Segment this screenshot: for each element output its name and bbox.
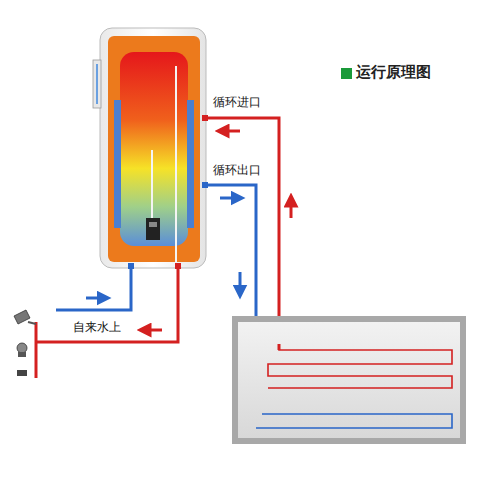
flow-arrow <box>220 197 238 200</box>
gauge-line <box>96 64 98 104</box>
rod <box>175 66 177 262</box>
hot-pipe <box>206 118 279 344</box>
port <box>202 115 208 121</box>
hot-pipe <box>36 266 178 342</box>
flow-arrow <box>239 272 242 292</box>
tap <box>17 370 27 376</box>
flow-arrow <box>144 329 162 332</box>
rod <box>151 150 153 225</box>
inner-tank <box>120 52 188 246</box>
collector-frame <box>232 316 466 444</box>
collector-tube <box>256 414 452 428</box>
port <box>128 263 134 269</box>
collector-tube <box>268 344 452 388</box>
hot-pipe <box>35 322 38 378</box>
flow-arrow <box>86 297 104 300</box>
collector-panel <box>238 322 460 438</box>
shower-head <box>14 310 36 324</box>
coil-jacket <box>114 100 121 228</box>
coil-jacket <box>187 100 194 228</box>
title-bullet <box>341 68 352 79</box>
diagram-title: 运行原理图 <box>356 64 431 81</box>
gauge <box>93 60 101 108</box>
port <box>202 182 208 188</box>
pipe-label: 循环进口 <box>212 96 262 110</box>
tap <box>17 343 27 357</box>
tank-shell <box>100 28 206 268</box>
cold-pipe <box>56 266 131 310</box>
flow-arrow <box>222 130 240 133</box>
flow-arrow <box>290 200 293 218</box>
heating-element <box>149 222 157 227</box>
heating-element <box>146 218 160 240</box>
hot-pipe <box>278 344 281 350</box>
insulation <box>108 36 200 262</box>
pipe-label: 循环出口 <box>212 164 262 178</box>
pipe-label: 自来水上 <box>72 321 122 335</box>
port <box>175 263 181 269</box>
